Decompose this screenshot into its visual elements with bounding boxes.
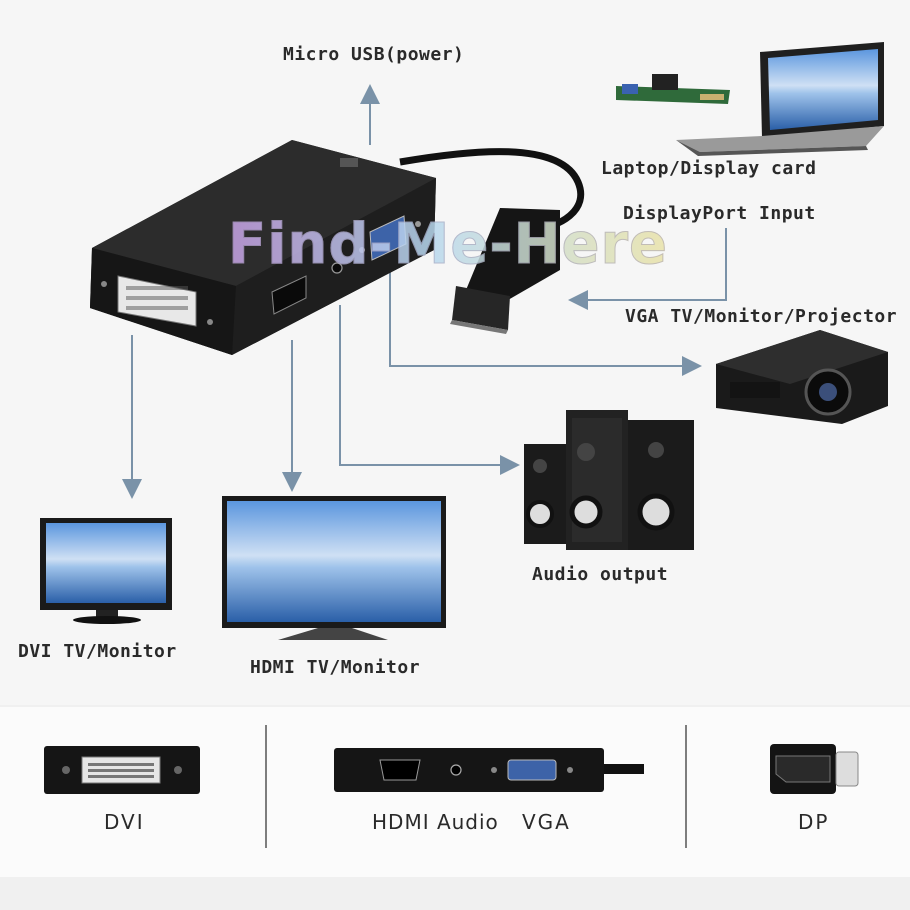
bottom-label-hdmi-audio: HDMI Audio: [372, 810, 499, 834]
arrow-vga: [389, 272, 702, 376]
bottom-label-dvi: DVI: [104, 810, 145, 834]
label-dp-input: DisplayPort Input: [623, 203, 816, 224]
label-dvi-monitor: DVI TV/Monitor: [18, 641, 177, 662]
label-vga: VGA TV/Monitor/Projector: [625, 306, 898, 327]
label-hdmi-monitor: HDMI TV/Monitor: [250, 657, 421, 678]
arrow-audio: [339, 305, 520, 475]
hdmi-monitor-image: [222, 496, 446, 640]
watermark-text: Find-Me-Here: [227, 212, 669, 278]
laptop-image: [676, 42, 884, 156]
dvi-monitor-image: [40, 518, 172, 624]
label-audio: Audio output: [532, 564, 669, 585]
projector-image: [716, 330, 888, 424]
dvi-end-image: [44, 746, 200, 794]
bottom-label-vga: VGA: [522, 810, 571, 834]
hdmi-audio-vga-side-image: [334, 748, 644, 792]
dp-plug: [399, 148, 584, 334]
bottom-label-dp: DP: [798, 810, 830, 834]
display-card-image: [616, 74, 730, 104]
label-micro-usb: Micro USB(power): [283, 44, 465, 65]
dp-end-image: [770, 744, 859, 794]
adapter-box: [90, 140, 436, 355]
speakers-image: [524, 410, 694, 550]
label-laptop: Laptop/Display card: [601, 158, 817, 179]
connector-arrows: [122, 84, 727, 499]
arrow-dp-input: [568, 228, 727, 310]
